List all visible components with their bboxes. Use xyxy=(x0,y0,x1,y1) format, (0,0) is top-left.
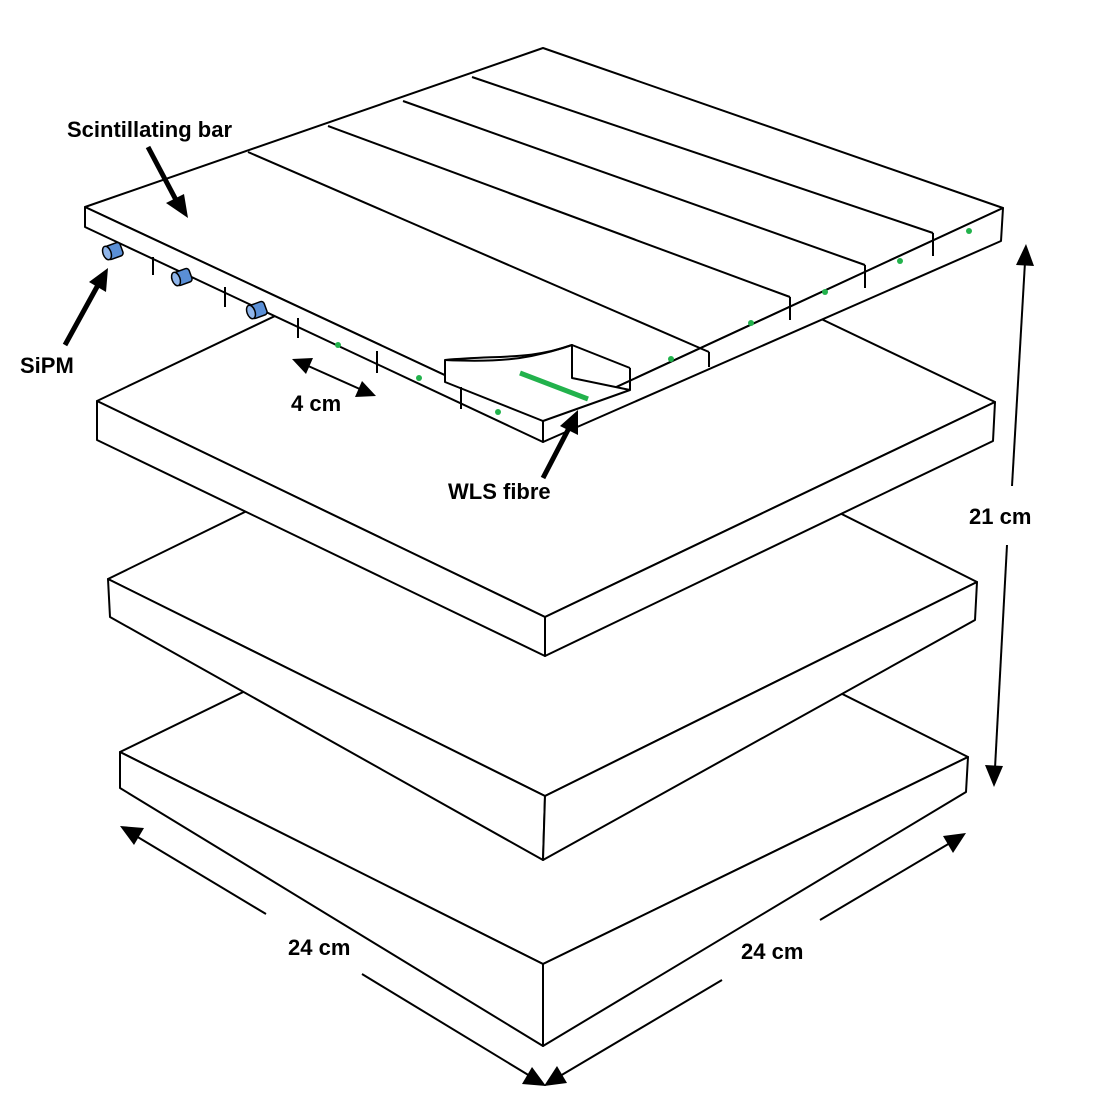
length-right-label: 24 cm xyxy=(741,939,803,964)
fibre-end xyxy=(822,289,828,295)
bar-width-dimension xyxy=(292,358,376,397)
bar-divider xyxy=(402,100,866,266)
fibre-end xyxy=(668,356,674,362)
fibre-end xyxy=(335,342,341,348)
height-label: 21 cm xyxy=(969,504,1031,529)
fibre-end xyxy=(966,228,972,234)
sipm-icon xyxy=(170,267,193,287)
bar-divider xyxy=(247,151,710,353)
sipm-label: SiPM xyxy=(20,353,74,378)
length-left-dimension xyxy=(120,826,546,1086)
bar-divider xyxy=(327,125,791,298)
bar-width-label: 4 cm xyxy=(291,391,341,416)
sipm-icon xyxy=(245,300,268,320)
fibre-end xyxy=(416,375,422,381)
fibre-end xyxy=(495,409,501,415)
sipm-icon xyxy=(101,241,124,261)
scintillating-bar-label: Scintillating bar xyxy=(67,117,232,142)
wls-fibre-line xyxy=(519,370,589,402)
length-right-dimension xyxy=(544,833,966,1086)
scintillating-bar-arrow xyxy=(145,145,188,218)
wls-fibre-label: WLS fibre xyxy=(448,479,551,504)
wls-fibre-arrow xyxy=(540,410,578,480)
length-left-label: 24 cm xyxy=(288,935,350,960)
fibre-end xyxy=(748,320,754,326)
layer-1 xyxy=(84,47,1004,443)
height-dimension xyxy=(985,244,1034,787)
sipm-arrow xyxy=(62,268,108,347)
bar-divider xyxy=(471,76,934,234)
fibre-end xyxy=(897,258,903,264)
